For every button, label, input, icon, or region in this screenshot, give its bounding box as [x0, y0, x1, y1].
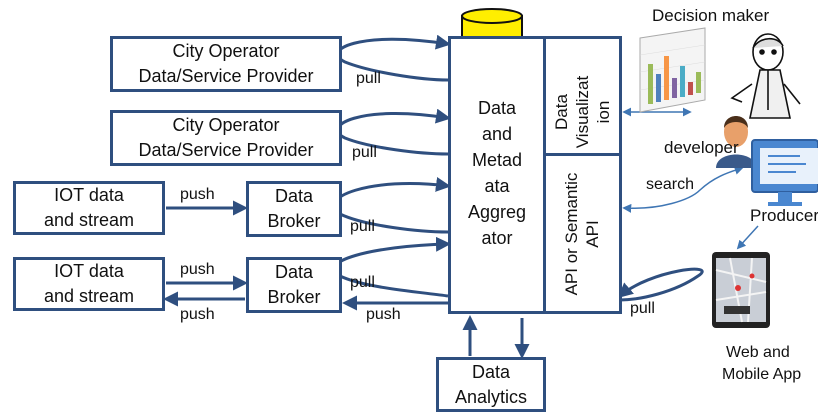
- iot-data-box-1: IOT data and stream: [13, 181, 165, 235]
- aggregator-line-4: ata: [484, 176, 510, 196]
- data-analytics-box: Data Analytics: [436, 357, 546, 412]
- aggregator-line-1: Data: [477, 98, 517, 118]
- broker-1-line1: Data: [274, 186, 314, 206]
- push-label-iot-2: push: [180, 261, 215, 278]
- api-line1: API or Semantic: [562, 172, 581, 296]
- provider-1-line2: Data/Service Provider: [138, 66, 314, 86]
- iot-data-box-2: IOT data and stream: [13, 257, 165, 311]
- api-box: [543, 153, 622, 314]
- broker-2-line2: Broker: [267, 287, 321, 307]
- broker-1-line2: Broker: [267, 211, 321, 231]
- push-label-iot-1: push: [180, 186, 215, 203]
- bar-chart-icon: [639, 27, 706, 113]
- push-back-label: push: [180, 306, 215, 323]
- analytics-line1: Data: [471, 361, 511, 382]
- data-visualization-box: [543, 36, 622, 156]
- mobile-phone-map-icon: [712, 252, 770, 328]
- pull-label-broker-1: pull: [350, 218, 375, 235]
- monitor-icon: [751, 139, 818, 206]
- aggregator-line-3: Metad: [471, 150, 523, 170]
- push-label-aggregator: push: [366, 306, 401, 323]
- producer-to-app-link: [736, 225, 759, 250]
- provider-2-line2: Data/Service Provider: [138, 140, 314, 160]
- api-line2: API: [583, 220, 602, 248]
- web-app-line1: Web and: [726, 344, 790, 361]
- producer-label: Producer: [750, 206, 818, 225]
- provider-2-line1: City Operator: [172, 115, 280, 135]
- decision-maker-person-icon: [730, 33, 801, 119]
- pull-label-broker-2: pull: [350, 274, 375, 291]
- data-broker-box-1: Data Broker: [246, 181, 342, 237]
- web-app-line2: Mobile App: [722, 366, 802, 383]
- data-broker-box-2: Data Broker: [246, 257, 342, 313]
- api-text: API or Semantic API: [561, 164, 605, 304]
- city-operator-box-1: City Operator Data/Service Provider: [110, 36, 342, 92]
- aggregator-line-6: ator: [481, 228, 513, 248]
- pull-loop-provider-2: [336, 108, 451, 156]
- aggregator-line-5: Aggreg: [467, 202, 527, 222]
- data-aggregator-box: Data and Metad ata Aggreg ator: [448, 36, 546, 314]
- iot-1-line2: and stream: [43, 210, 135, 230]
- search-label: search: [646, 176, 695, 193]
- pull-label-provider-1: pull: [356, 70, 381, 87]
- aggregator-line-2: and: [481, 124, 513, 144]
- developer-person-icon: [716, 116, 756, 168]
- pull-loop-provider-1: [336, 34, 451, 82]
- decision-maker-label: Decision maker: [652, 6, 770, 25]
- search-link: [622, 166, 744, 213]
- developer-label: developer: [664, 138, 739, 157]
- analytics-line2: Analytics: [454, 386, 528, 407]
- iot-2-line2: and stream: [43, 286, 135, 306]
- iot-1-line1: IOT data: [54, 185, 124, 205]
- city-operator-box-2: City Operator Data/Service Provider: [110, 110, 342, 166]
- broker-2-line1: Data: [274, 262, 314, 282]
- pull-loop-app: [617, 267, 704, 302]
- pull-label-app: pull: [630, 300, 655, 317]
- iot-2-line1: IOT data: [54, 261, 124, 281]
- provider-1-line1: City Operator: [172, 41, 280, 61]
- pull-label-provider-2: pull: [352, 144, 377, 161]
